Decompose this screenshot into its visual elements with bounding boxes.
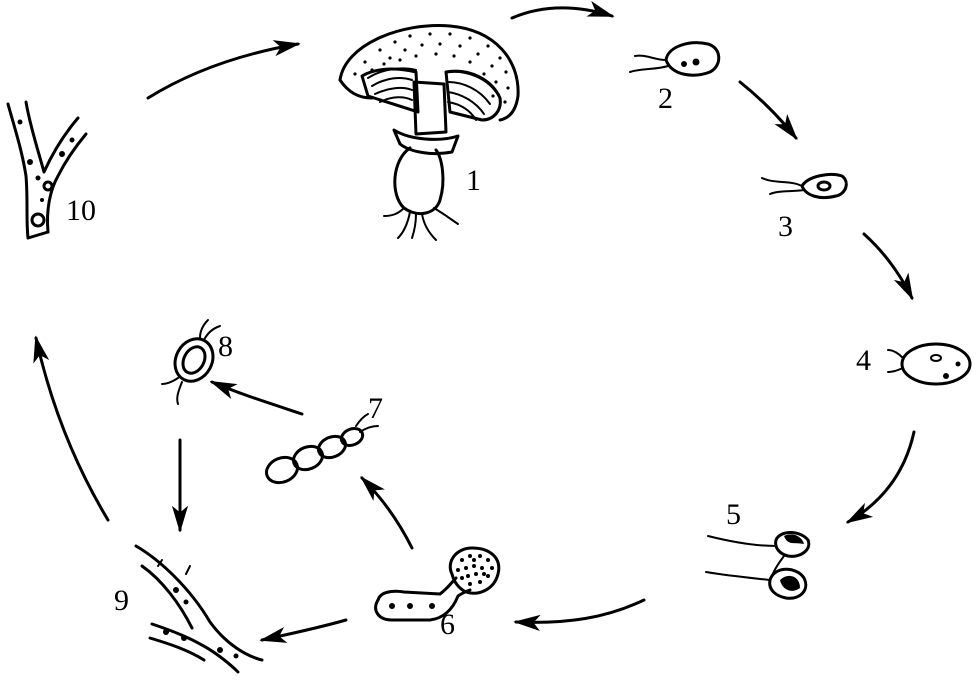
- flagellate-swarm-cell-icon: [887, 342, 972, 386]
- fusing-cells-icon: [705, 531, 811, 600]
- chained-cells-icon: [264, 413, 379, 485]
- arrow-5-to-6: [513, 598, 646, 632]
- stage-label-5: 5: [726, 498, 741, 531]
- arrow-1-to-2: [510, 1, 615, 20]
- stage-label-4: 4: [856, 344, 871, 377]
- arrow-9-to-10: [33, 335, 110, 522]
- arrow-10-to-1: [146, 40, 301, 100]
- arrow-6-to-7: [360, 476, 414, 550]
- stage-label-1: 1: [466, 164, 481, 197]
- mushroom-fruiting-body-icon: [338, 24, 520, 241]
- stage-label-3: 3: [778, 210, 793, 243]
- arrow-7-to-8: [209, 380, 304, 416]
- stage-label-7: 7: [368, 392, 383, 425]
- arrow-3-to-4: [862, 232, 914, 301]
- arrow-6-to-9: [259, 618, 348, 643]
- flagellate-swarm-cell-icon: [761, 172, 848, 200]
- cycle-arrows: [33, 1, 916, 643]
- flagellate-swarm-cell-icon: [629, 41, 721, 77]
- encysted-cell-icon: [161, 319, 221, 405]
- stage-label-2: 2: [658, 82, 673, 115]
- branching-hyphae-icon: [6, 100, 88, 240]
- stage-label-9: 9: [114, 584, 129, 617]
- arrow-2-to-3: [738, 80, 798, 141]
- stage-label-6: 6: [440, 608, 455, 641]
- branching-hyphae-icon: [134, 544, 264, 674]
- stage-label-8: 8: [218, 330, 233, 363]
- club-shaped-structure-icon: [374, 546, 501, 622]
- stage-label-10: 10: [66, 194, 96, 227]
- arrow-4-to-5: [845, 430, 916, 524]
